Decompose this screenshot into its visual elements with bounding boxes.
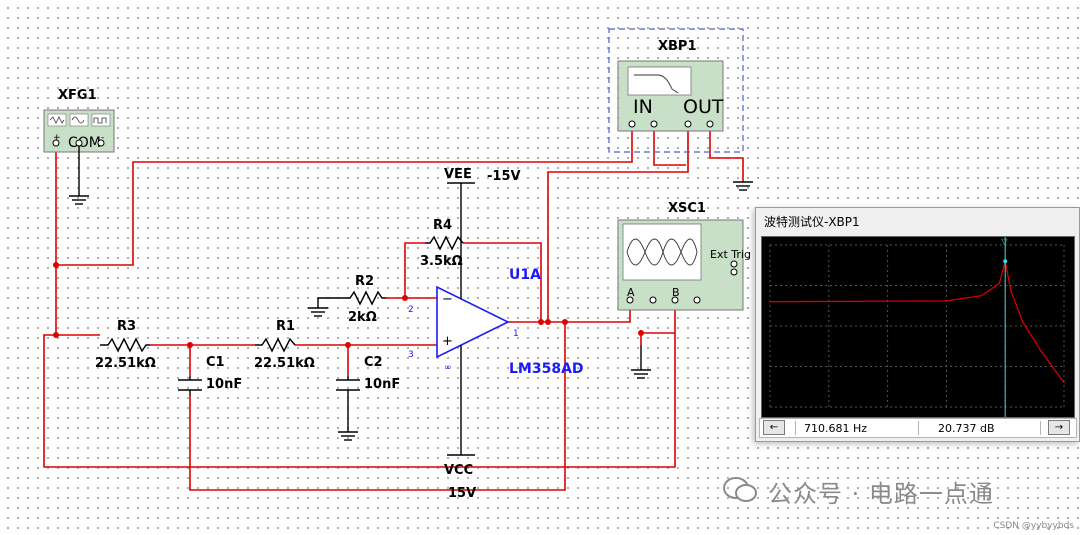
resistor-r1[interactable]: R1 22.51kΩ bbox=[254, 319, 315, 371]
xsc1-ref-label: XSC1 bbox=[668, 201, 706, 216]
bode-plot-screen[interactable]: ▽ bbox=[761, 236, 1075, 418]
ground-symbol-r2 bbox=[308, 307, 328, 317]
supply-vee: VEE -15V bbox=[444, 167, 521, 184]
credit-text: CSDN @yybyybds bbox=[993, 521, 1074, 531]
ground-symbol-xfg1 bbox=[69, 195, 89, 205]
vcc-name-label: VCC bbox=[444, 463, 473, 478]
c2-value-label: 10nF bbox=[364, 377, 400, 392]
status-separator bbox=[918, 421, 919, 435]
opamp-pin-noninv: 3 bbox=[408, 350, 414, 360]
c1-ref-label: C1 bbox=[206, 355, 225, 370]
vee-value-label: -15V bbox=[487, 169, 521, 184]
r1-value-label: 22.51kΩ bbox=[254, 356, 315, 371]
sine-wave-icon bbox=[71, 116, 85, 124]
r2-ref-label: R2 bbox=[355, 274, 374, 289]
opamp-part-label: LM358AD bbox=[509, 361, 584, 377]
bode-cursor-handle: ▽ bbox=[1001, 237, 1008, 246]
ground-symbol-xsc1 bbox=[631, 345, 651, 379]
r2-value-label: 2kΩ bbox=[348, 310, 377, 325]
xbp1-ref-label: XBP1 bbox=[658, 39, 697, 54]
status-separator bbox=[1040, 421, 1041, 435]
status-separator bbox=[795, 421, 796, 435]
resistor-r2[interactable]: R2 2kΩ bbox=[317, 274, 386, 325]
bode-cursor-marker bbox=[1003, 259, 1008, 264]
junction-dots bbox=[53, 262, 644, 348]
opamp-pin-inv: 2 bbox=[408, 305, 414, 315]
triangle-wave-icon bbox=[49, 116, 65, 124]
supply-vcc: VCC 15V bbox=[444, 454, 476, 501]
xsc1-channel-b-label: B bbox=[672, 286, 680, 299]
bode-plotter-window[interactable]: 波特测试仪-XBP1 ▽ ← 710.681 Hz 20.737 dB → bbox=[755, 207, 1080, 442]
xbp1-in-label: IN bbox=[633, 96, 653, 118]
bode-gain-curve bbox=[769, 261, 1065, 384]
c1-value-label: 10nF bbox=[206, 377, 242, 392]
r4-ref-label: R4 bbox=[433, 218, 452, 233]
vee-name-label: VEE bbox=[444, 167, 472, 182]
bode-window-title: 波特测试仪-XBP1 bbox=[764, 215, 860, 229]
r3-ref-label: R3 bbox=[117, 319, 136, 334]
ground-symbol-xbp1 bbox=[733, 181, 753, 191]
opamp-plus-sign: + bbox=[442, 334, 453, 349]
xfg1-com-label: COM bbox=[68, 135, 101, 151]
xfg1-ref-label: XFG1 bbox=[58, 88, 97, 103]
wechat-icon bbox=[723, 477, 757, 502]
xbp1-out-label: OUT bbox=[683, 96, 724, 118]
oscilloscope-xsc1[interactable]: XSC1 Ext Trig A B bbox=[617, 201, 751, 311]
bode-plotter-xbp1[interactable]: XBP1 IN OUT bbox=[608, 28, 744, 153]
capacitor-c1[interactable]: C1 10nF bbox=[178, 355, 242, 396]
r1-ref-label: R1 bbox=[276, 319, 295, 334]
xfg1-plus-label: + bbox=[53, 133, 61, 143]
cursor-right-button[interactable]: → bbox=[1048, 420, 1070, 435]
opamp-u1a[interactable]: − + 2 3 1 ∞ U1A LM358AD bbox=[408, 183, 584, 455]
opamp-minus-sign: − bbox=[442, 292, 453, 307]
xsc1-ext-trig-label: Ext Trig bbox=[710, 248, 751, 261]
xfg1-minus-label: - bbox=[101, 133, 104, 143]
vcc-value-label: 15V bbox=[448, 486, 476, 501]
opamp-ref-label: U1A bbox=[509, 267, 541, 283]
square-wave-icon bbox=[93, 117, 107, 124]
frequency-readout: 710.681 Hz bbox=[804, 422, 868, 435]
bode-status-bar: ← 710.681 Hz 20.737 dB → bbox=[759, 418, 1077, 438]
watermark-text: 公众号 · 电路一点通 bbox=[768, 480, 994, 508]
resistor-r4[interactable]: R4 3.5kΩ bbox=[420, 218, 464, 269]
cursor-left-button[interactable]: ← bbox=[763, 420, 785, 435]
bode-plot-svg: ▽ bbox=[769, 237, 1065, 417]
opamp-pin-out: 1 bbox=[513, 329, 519, 339]
r3-value-label: 22.51kΩ bbox=[95, 356, 156, 371]
bode-response-icon bbox=[634, 74, 679, 94]
xsc1-channel-a-label: A bbox=[627, 286, 635, 299]
wires bbox=[43, 126, 744, 491]
capacitor-c2[interactable]: C2 10nF bbox=[336, 355, 400, 432]
r4-value-label: 3.5kΩ bbox=[420, 254, 463, 269]
resistor-r3[interactable]: R3 22.51kΩ bbox=[95, 319, 156, 371]
ground-symbol-c2 bbox=[338, 431, 358, 441]
function-generator-xfg1[interactable]: XFG1 + COM - bbox=[43, 88, 115, 196]
gain-readout: 20.737 dB bbox=[938, 422, 995, 435]
c2-ref-label: C2 bbox=[364, 355, 383, 370]
opamp-pin-misc: ∞ bbox=[444, 363, 452, 373]
